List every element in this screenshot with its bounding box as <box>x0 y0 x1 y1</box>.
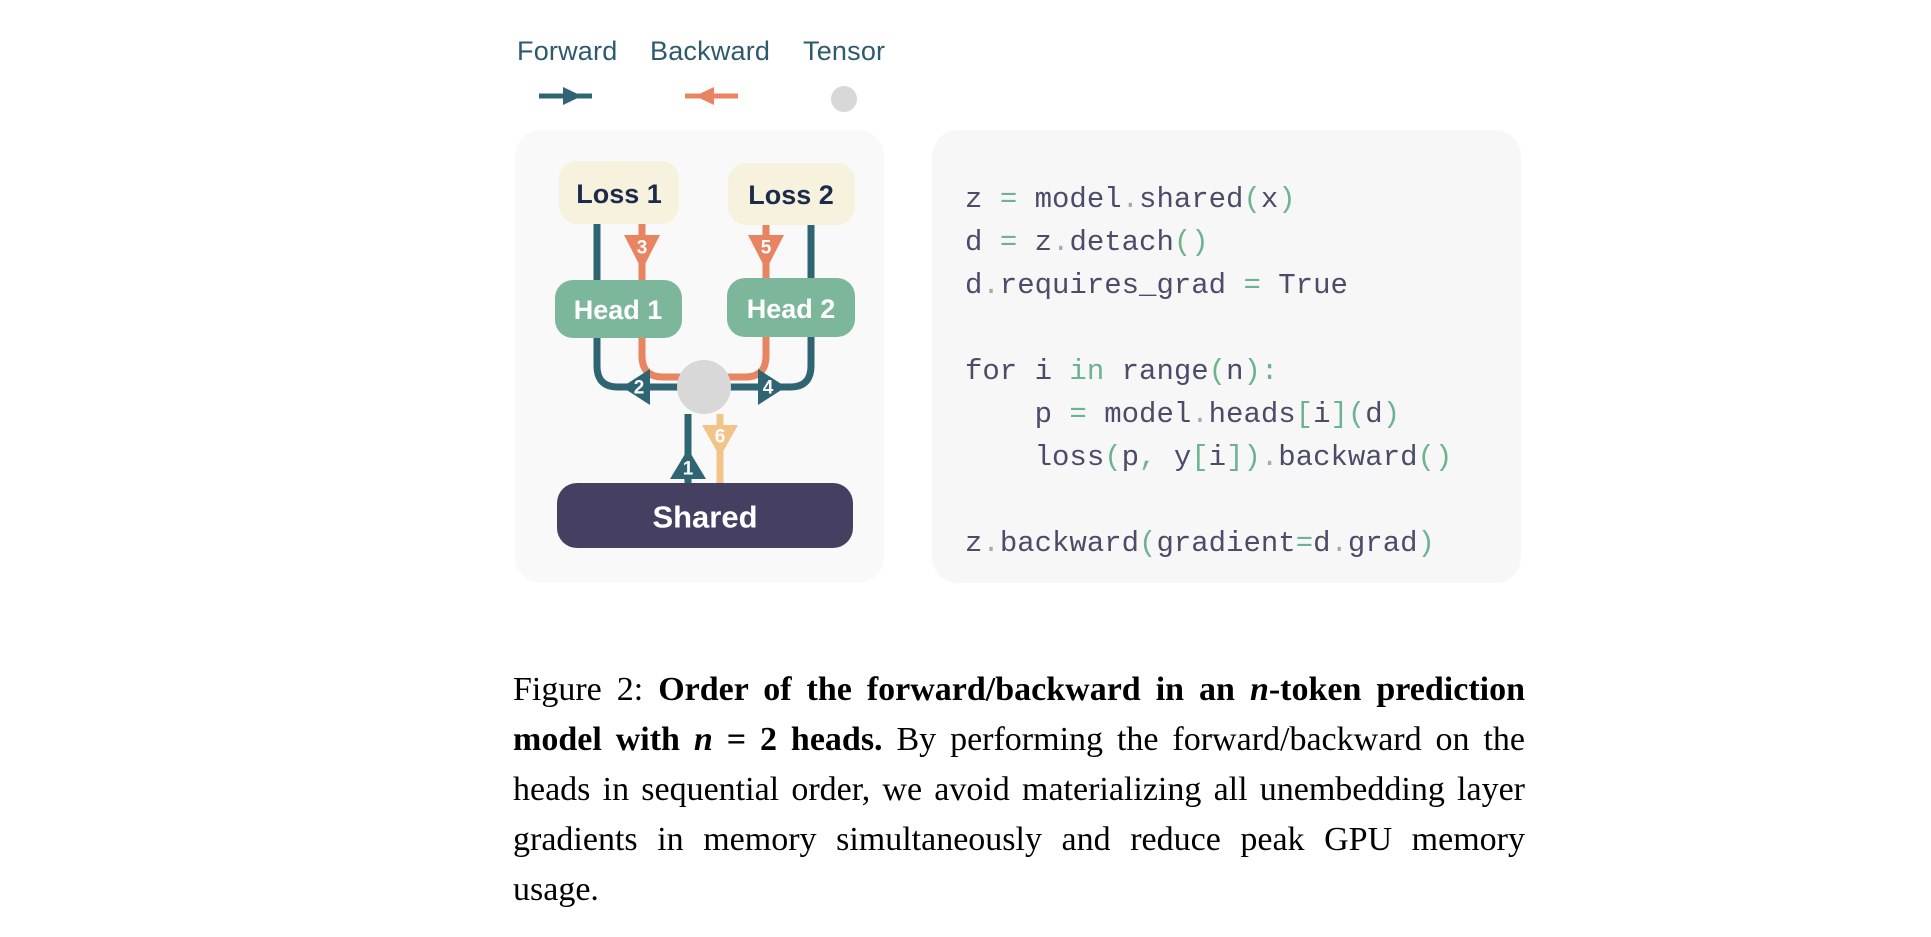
shared-label: Shared <box>652 500 757 535</box>
forward-path-head2 <box>704 225 815 391</box>
arrowhead-step5 <box>748 235 784 270</box>
tensor-circle-icon <box>831 86 858 112</box>
code-panel <box>932 130 1521 583</box>
legend-item-tensor: Tensor <box>803 36 885 113</box>
head1-node <box>555 280 682 338</box>
code-line: z = model.shared(x) <box>965 183 1296 216</box>
step-label-2: 2 <box>634 378 645 399</box>
head2-label: Head 2 <box>747 294 836 324</box>
backward-arrow-head <box>695 87 715 105</box>
step-label-3: 3 <box>637 238 648 259</box>
step-label-4: 4 <box>763 378 774 399</box>
legend-item-forward: Forward <box>517 36 617 107</box>
step-label-5: 5 <box>761 238 772 259</box>
code-line: for i in range(n): <box>965 355 1279 388</box>
code-line: z.backward(gradient=d.grad) <box>965 527 1435 560</box>
code-line: p = model.heads[i](d) <box>965 398 1401 431</box>
caption-segment: n <box>693 721 713 758</box>
forward-arrow-head <box>563 87 583 105</box>
code-line <box>965 479 1505 522</box>
step-label-1: 1 <box>683 459 694 480</box>
legend-label-backward: Backward <box>650 36 771 66</box>
shared-node <box>557 483 853 548</box>
loss2-node <box>728 163 855 225</box>
caption-segment: = 2 heads. <box>712 721 883 758</box>
code-line <box>965 307 1505 350</box>
tensor-circle <box>831 86 858 112</box>
legend-label-forward: Forward <box>517 36 618 66</box>
arrowhead-step3 <box>624 235 660 270</box>
arrowhead-step6 <box>702 425 738 457</box>
arrowhead-step2 <box>622 369 650 405</box>
code-line: d = z.detach() <box>965 226 1209 259</box>
code-line: loss(p, y[i]).backward() <box>965 441 1453 474</box>
code-block: z = model.shared(x) d = z.detach() d.requi… <box>965 178 1505 565</box>
head2-node <box>727 278 855 337</box>
forward-arrow-icon <box>539 87 593 105</box>
arrowhead-step1 <box>670 449 706 479</box>
caption-segment: By performing the forward/backward on th… <box>513 721 1525 908</box>
backward-arrow-icon <box>685 87 739 105</box>
figure-caption: Figure 2: Order of the forward/backward … <box>513 665 1525 915</box>
caption-segment: n <box>1249 671 1269 708</box>
arrowhead-step4 <box>758 369 786 405</box>
step-label-6: 6 <box>715 427 726 448</box>
caption-segment: Figure 2: <box>513 671 659 708</box>
code-line: d.requires_grad = True <box>965 269 1348 302</box>
caption-segment: Order of the forward/backward in an <box>658 671 1250 708</box>
loss1-node <box>559 161 679 224</box>
loss1-label: Loss 1 <box>576 179 662 209</box>
diagram-panel: 2 4 3 5 1 6 Loss 1 Loss 2 Head 1 Head 2 … <box>515 130 884 583</box>
head1-label: Head 1 <box>574 295 663 325</box>
tensor-node <box>677 360 731 414</box>
legend-item-backward: Backward <box>650 36 770 107</box>
model-diagram: 2 4 3 5 1 6 Loss 1 Loss 2 Head 1 Head 2 … <box>555 161 855 548</box>
loss2-label: Loss 2 <box>748 180 834 210</box>
caption-segment: -token prediction model with <box>513 671 1526 758</box>
legend-label-tensor: Tensor <box>803 36 886 66</box>
forward-path-head1 <box>593 224 704 391</box>
